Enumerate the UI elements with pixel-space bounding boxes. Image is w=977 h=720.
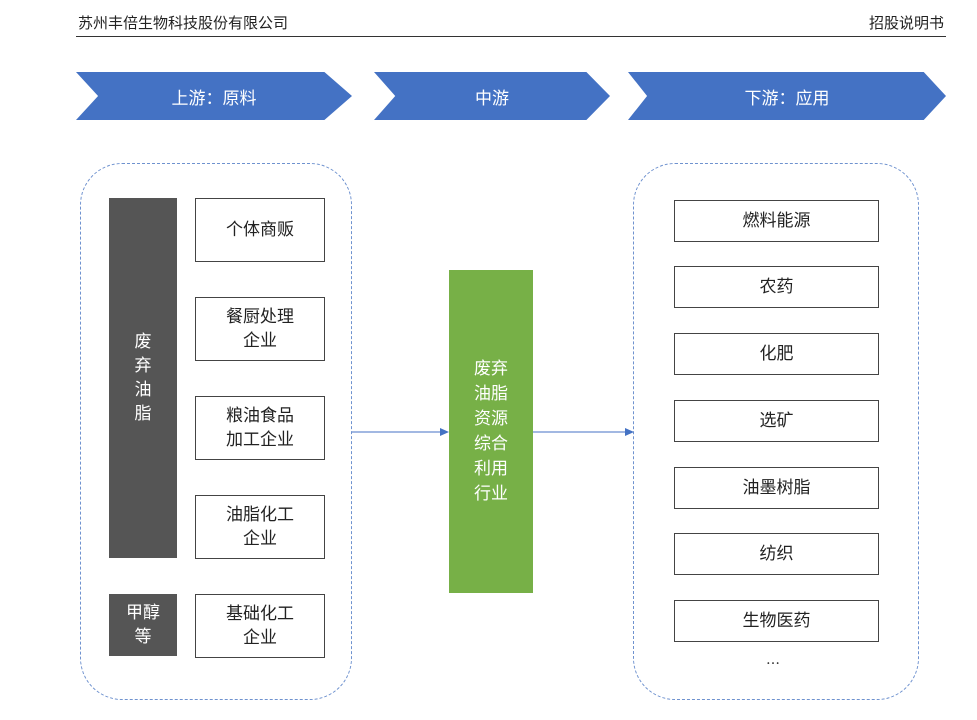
stage-midstream-label: 中游 bbox=[475, 88, 509, 109]
midstream-industry-label: 废弃油脂资源综合利用行业 bbox=[474, 358, 508, 504]
arrowhead-upstream-to-midstream bbox=[440, 428, 449, 436]
source-box: 个体商贩 bbox=[195, 198, 325, 262]
application-label: 生物医药 bbox=[742, 611, 811, 631]
source-box: 粮油食品加工企业 bbox=[195, 396, 325, 460]
more-applications-ellipsis: … bbox=[766, 652, 780, 668]
application-box: 化肥 bbox=[674, 333, 879, 375]
category-methanol-label: 甲醇等 bbox=[126, 603, 160, 647]
application-box: 纺织 bbox=[674, 533, 879, 575]
source-box: 基础化工企业 bbox=[195, 594, 325, 658]
application-box: 生物医药 bbox=[674, 600, 879, 642]
application-label: 纺织 bbox=[759, 544, 794, 564]
upstream-group bbox=[80, 163, 352, 700]
application-label: 燃料能源 bbox=[742, 211, 811, 231]
source-box: 餐厨处理企业 bbox=[195, 297, 325, 361]
source-label: 个体商贩 bbox=[226, 220, 294, 240]
source-box: 油脂化工企业 bbox=[195, 495, 325, 559]
category-waste-oil: 废弃油脂 bbox=[109, 198, 177, 558]
source-label: 餐厨处理企业 bbox=[226, 307, 294, 351]
stage-downstream-label: 下游：应用 bbox=[744, 88, 830, 109]
source-label: 基础化工企业 bbox=[226, 604, 294, 648]
stage-upstream-label: 上游：原料 bbox=[171, 88, 257, 109]
stage-midstream-chevron: 中游 bbox=[374, 72, 610, 120]
application-box: 选矿 bbox=[674, 400, 879, 442]
downstream-group bbox=[633, 163, 919, 700]
document-type: 招股说明书 bbox=[868, 14, 944, 32]
stage-upstream-chevron: 上游：原料 bbox=[76, 72, 352, 120]
application-box: 农药 bbox=[674, 266, 879, 308]
stage-downstream-chevron: 下游：应用 bbox=[628, 72, 946, 120]
category-waste-oil-label: 废弃油脂 bbox=[134, 332, 152, 424]
category-methanol: 甲醇等 bbox=[109, 594, 177, 656]
company-name: 苏州丰倍生物科技股份有限公司 bbox=[78, 14, 289, 32]
midstream-industry-box: 废弃油脂资源综合利用行业 bbox=[449, 270, 533, 593]
application-box: 油墨树脂 bbox=[674, 467, 879, 509]
application-label: 油墨树脂 bbox=[742, 478, 811, 498]
application-box: 燃料能源 bbox=[674, 200, 879, 242]
source-label: 油脂化工企业 bbox=[226, 505, 294, 549]
application-label: 化肥 bbox=[759, 344, 794, 364]
source-label: 粮油食品加工企业 bbox=[226, 406, 294, 450]
header-divider bbox=[76, 36, 946, 37]
arrowhead-midstream-to-downstream bbox=[625, 428, 634, 436]
application-label: 农药 bbox=[759, 277, 794, 297]
application-label: 选矿 bbox=[759, 411, 794, 431]
